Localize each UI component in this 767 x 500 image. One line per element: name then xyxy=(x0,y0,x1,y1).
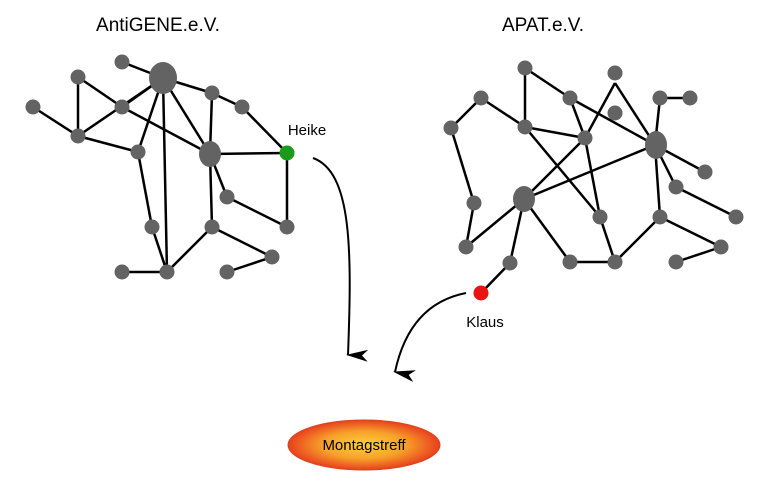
network-node xyxy=(713,239,729,255)
network-node xyxy=(473,90,489,106)
network-node xyxy=(159,264,175,280)
network-node xyxy=(652,90,668,106)
person-node-klaus xyxy=(473,285,489,301)
network-apat xyxy=(443,60,744,294)
network-apat-nodes xyxy=(443,60,744,271)
network-antigene xyxy=(25,54,295,280)
arrow-heike-to-meeting xyxy=(312,157,369,362)
network-node xyxy=(607,254,623,270)
person-node-heike xyxy=(279,145,295,161)
network-node xyxy=(607,105,623,121)
network-node xyxy=(114,54,130,70)
network-node xyxy=(219,189,235,205)
network-node xyxy=(443,120,459,136)
group-title-apat: APAT.e.V. xyxy=(502,15,584,36)
network-node xyxy=(562,254,578,270)
meeting-label: Montagstreff xyxy=(322,437,406,454)
network-node xyxy=(682,90,698,106)
network-node-hub xyxy=(645,131,667,159)
network-node xyxy=(728,209,744,225)
person-label-klaus: Klaus xyxy=(466,314,504,331)
network-node xyxy=(70,69,86,85)
network-node xyxy=(25,99,41,115)
network-antigene-nodes xyxy=(25,54,295,280)
network-node xyxy=(219,264,235,280)
network-node-hub xyxy=(199,141,221,167)
person-label-heike: Heike xyxy=(288,122,326,139)
network-node xyxy=(607,65,623,81)
network-node xyxy=(697,164,713,180)
network-node xyxy=(204,219,220,235)
network-node xyxy=(70,128,86,144)
network-node-hub xyxy=(149,62,177,94)
network-node xyxy=(562,90,578,106)
network-node xyxy=(130,144,146,160)
network-node xyxy=(517,119,533,135)
arrow-klaus-to-meeting xyxy=(393,292,467,383)
network-node xyxy=(458,239,474,255)
network-node xyxy=(279,219,295,235)
network-node xyxy=(652,209,668,225)
network-node xyxy=(114,264,130,280)
network-node xyxy=(234,99,250,115)
network-node xyxy=(577,130,593,146)
network-node-hub xyxy=(513,186,535,212)
network-node xyxy=(502,255,518,271)
group-title-antigene: AntiGENE.e.V. xyxy=(96,15,220,36)
network-node xyxy=(668,179,684,195)
network-node xyxy=(592,209,608,225)
meeting-ellipse xyxy=(287,419,441,471)
network-node xyxy=(114,99,130,115)
network-node xyxy=(466,195,482,211)
network-node xyxy=(517,60,533,76)
network-node xyxy=(668,254,684,270)
network-node xyxy=(264,249,280,265)
network-node xyxy=(144,219,160,235)
network-node xyxy=(204,85,220,101)
